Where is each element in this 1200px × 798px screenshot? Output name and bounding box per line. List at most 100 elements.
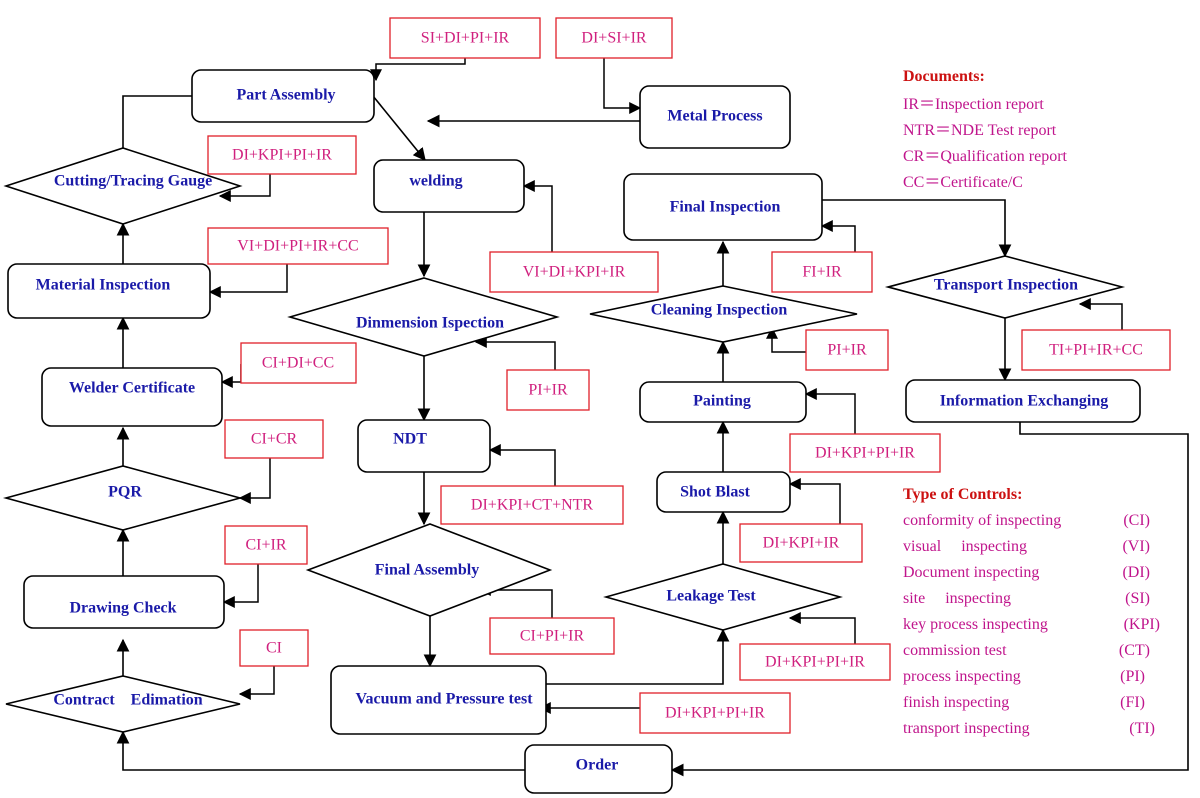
tag-ci-pi-ir: CI+PI+IR <box>520 628 585 645</box>
tag-box-di-kpi-ir <box>739 523 863 563</box>
tag-pi-ir-2: PI+IR <box>827 342 867 359</box>
control-code: (TI) <box>1129 720 1155 737</box>
tag-box-ci <box>239 629 309 667</box>
feeder-vi-di-kpi-ir <box>522 180 553 252</box>
welder-certificate-label: Welder Certificate <box>69 380 195 397</box>
control-name: visual inspecting <box>903 538 1027 555</box>
tag-vi-di-kpi-ir: VI+DI+KPI+IR <box>523 264 626 281</box>
welding-label: welding <box>409 173 462 190</box>
control-name: Document inspecting <box>903 564 1039 581</box>
feeder-vi-di-pi-ir-cc <box>208 264 288 298</box>
vacuum-to-leakage-edge <box>546 628 730 685</box>
tag-fi-ir: FI+IR <box>802 264 842 281</box>
feeder-ci <box>238 666 275 700</box>
feeder-di-kpi-pi-ir-1 <box>218 174 271 202</box>
control-tag-labels: SI+DI+PI+IR DI+SI+IR DI+KPI+PI+IR VI+DI+… <box>232 30 1143 722</box>
tag-box-ci-pi-ir <box>489 617 615 655</box>
part-assembly-box <box>191 69 375 123</box>
tag-feeder-lines <box>208 58 1123 714</box>
decision-nodes <box>2 147 1126 733</box>
welder-certificate-box <box>41 367 223 427</box>
pqr-label: PQR <box>108 484 142 501</box>
tag-box-di-si-ir <box>555 17 673 59</box>
tag-di-kpi-pi-ir-4: DI+KPI+PI+IR <box>665 705 765 722</box>
metal-process-box <box>639 85 791 149</box>
cutting-tracing-gauge-label: Cutting/Tracing Gauge <box>54 173 212 190</box>
order-label: Order <box>576 757 619 774</box>
painting-box <box>639 381 807 423</box>
tag-di-kpi-ct-ntr: DI+KPI+CT+NTR <box>471 497 594 514</box>
document-item: CC＝Certificate/C <box>903 174 1023 191</box>
documents-legend: Documents: IR＝Inspection report NTR＝NDE … <box>903 68 1068 191</box>
information-to-order-edge <box>670 422 1189 777</box>
feeder-di-kpi-pi-ir-2 <box>804 388 856 434</box>
dimension-inspection-diamond <box>287 277 560 357</box>
feeder-di-kpi-ct-ntr <box>488 444 556 486</box>
document-item: NTR＝NDE Test report <box>903 122 1057 139</box>
tag-di-kpi-pi-ir-2: DI+KPI+PI+IR <box>815 445 915 462</box>
tag-box-pi-ir-2 <box>805 329 889 371</box>
feeder-di-kpi-ir <box>788 478 841 524</box>
tag-box-di-kpi-pi-ir-1 <box>207 135 357 175</box>
vacuum-pressure-test-box <box>330 665 547 735</box>
feeder-ci-cr <box>238 458 271 504</box>
ndt-box <box>357 419 491 473</box>
control-name: site inspecting <box>903 590 1011 607</box>
process-nodes <box>7 69 1141 794</box>
tag-ci: CI <box>266 640 282 657</box>
control-name: commission test <box>903 642 1007 659</box>
tag-box-di-kpi-ct-ntr <box>440 485 624 525</box>
final-inspection-box <box>623 173 823 241</box>
leakage-test-label: Leakage Test <box>666 588 756 605</box>
welding-box <box>373 159 525 213</box>
dimension-inspection-label: Dinmension Ispection <box>356 315 504 332</box>
order-box <box>524 744 673 794</box>
tag-box-vi-di-kpi-ir <box>489 251 659 293</box>
control-name: conformity of inspecting <box>903 512 1061 529</box>
control-code: (CT) <box>1119 642 1150 659</box>
control-name: transport inspecting <box>903 720 1030 737</box>
tag-ci-ir: CI+IR <box>245 537 286 554</box>
tag-di-kpi-pi-ir-3: DI+KPI+PI+IR <box>765 654 865 671</box>
feeder-ci-di-cc <box>220 364 242 388</box>
tag-box-di-kpi-pi-ir-2 <box>789 433 941 473</box>
shot-blast-box <box>656 471 791 513</box>
tag-si-di-pi-ir: SI+DI+PI+IR <box>421 30 510 47</box>
cleaning-inspection-diamond <box>589 285 858 343</box>
transport-inspection-label: Transport Inspection <box>934 277 1078 294</box>
document-item: IR＝Inspection report <box>903 96 1044 113</box>
information-exchanging-label: Information Exchanging <box>940 393 1108 410</box>
metal-process-label: Metal Process <box>667 108 762 125</box>
tag-di-kpi-ir: DI+KPI+IR <box>763 535 840 552</box>
final-to-transport-edge <box>822 199 1012 258</box>
controls-heading: Type of Controls: <box>903 486 1022 503</box>
feeder-pi-ir-1 <box>474 336 556 370</box>
node-labels: Part Assembly Metal Process Cutting/Trac… <box>36 87 1109 774</box>
contract-edimation-diamond <box>5 675 241 733</box>
tag-box-di-kpi-pi-ir-3 <box>739 643 891 681</box>
painting-label: Painting <box>693 393 751 410</box>
control-name: process inspecting <box>903 668 1021 685</box>
feeder-pi-ir-2 <box>766 326 806 353</box>
tag-box-si-di-pi-ir <box>389 17 541 59</box>
material-inspection-box <box>7 263 211 319</box>
control-name: key process inspecting <box>903 616 1048 633</box>
control-code: (FI) <box>1120 694 1145 711</box>
leakage-test-diamond <box>603 563 843 631</box>
pqr-diamond <box>2 465 244 531</box>
control-tag-boxes <box>207 17 1171 734</box>
feeder-ci-ir <box>222 564 259 608</box>
control-code: (CI) <box>1123 512 1150 529</box>
tag-di-kpi-pi-ir-1: DI+KPI+PI+IR <box>232 147 332 164</box>
feeder-ci-pi-ir <box>478 584 553 618</box>
feeder-di-kpi-pi-ir-3 <box>788 612 856 644</box>
tag-ti-pi-ir-cc: TI+PI+IR+CC <box>1049 342 1143 359</box>
feeder-si-di-pi-ir <box>370 58 466 82</box>
control-name: finish inspecting <box>903 694 1009 711</box>
material-inspection-label: Material Inspection <box>36 277 171 294</box>
tag-box-ci-di-cc <box>240 342 357 384</box>
part-assembly-label: Part Assembly <box>236 87 335 104</box>
controls-legend: Type of Controls: conformity of inspecti… <box>903 486 1160 737</box>
tag-box-ci-ir <box>224 525 308 565</box>
